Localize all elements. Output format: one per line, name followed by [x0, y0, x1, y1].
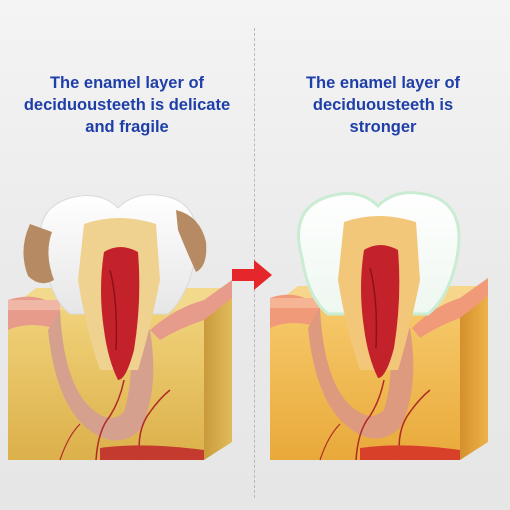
- arrow: [232, 260, 272, 290]
- right-caption-line-1: The enamel layer of: [305, 74, 461, 92]
- left-caption-line-2: deciduousteeth is delicate: [23, 96, 231, 114]
- left-caption-line-3: and fragile: [85, 118, 169, 136]
- right-caption-line-2: deciduousteeth is: [312, 96, 454, 114]
- right-arrow-icon: [232, 260, 272, 290]
- right-caption: The enamel layer of deciduousteeth is st…: [268, 72, 498, 138]
- right-caption-line-3: stronger: [349, 118, 417, 136]
- healthy-tooth-icon: [270, 191, 488, 461]
- decayed-tooth-icon: [8, 194, 232, 461]
- strong-tooth-illustration: [262, 180, 510, 480]
- left-caption: The enamel layer of deciduousteeth is de…: [12, 72, 242, 138]
- fragile-tooth-illustration: [0, 180, 255, 480]
- left-caption-line-1: The enamel layer of: [49, 74, 205, 92]
